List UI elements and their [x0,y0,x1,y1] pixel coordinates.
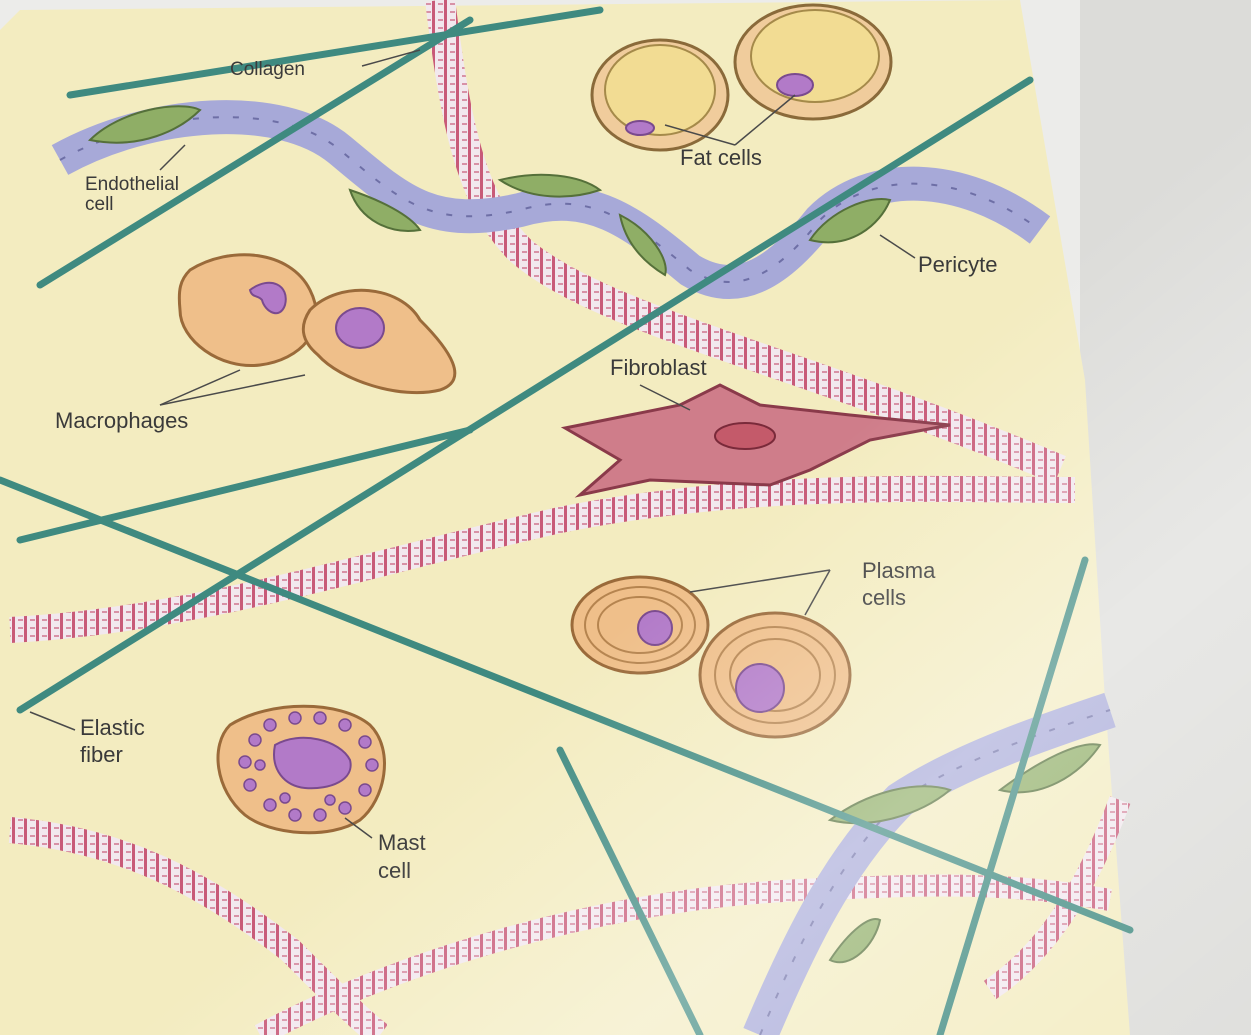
label-endothelial-cell-line2: cell [85,194,114,215]
label-mast-cell-line2: cell [378,858,411,883]
label-mast-cell-line1: Mast [378,830,426,855]
macrophage-nucleus [336,308,384,348]
label-fibroblast: Fibroblast [610,355,707,380]
label-elastic-fiber-line2: fiber [80,742,123,767]
fat-cell-nucleus [777,74,813,96]
plasma-cell-nucleus [736,664,784,712]
mast-cell [218,706,384,832]
label-pericyte: Pericyte [918,252,997,277]
label-elastic-fiber-line1: Elastic [80,715,145,740]
label-endothelial-cell-line1: Endothelial [85,174,179,195]
fibroblast-nucleus [715,423,775,449]
plasma-cell-nucleus [638,611,672,645]
label-plasma-cells-line1: Plasma [862,558,936,583]
label-macrophages: Macrophages [55,408,188,433]
label-plasma-cells-line2: cells [862,585,906,610]
label-fat-cells: Fat cells [680,145,762,170]
label-collagen: Collagen [230,59,305,80]
fat-cell-nucleus [626,121,654,135]
